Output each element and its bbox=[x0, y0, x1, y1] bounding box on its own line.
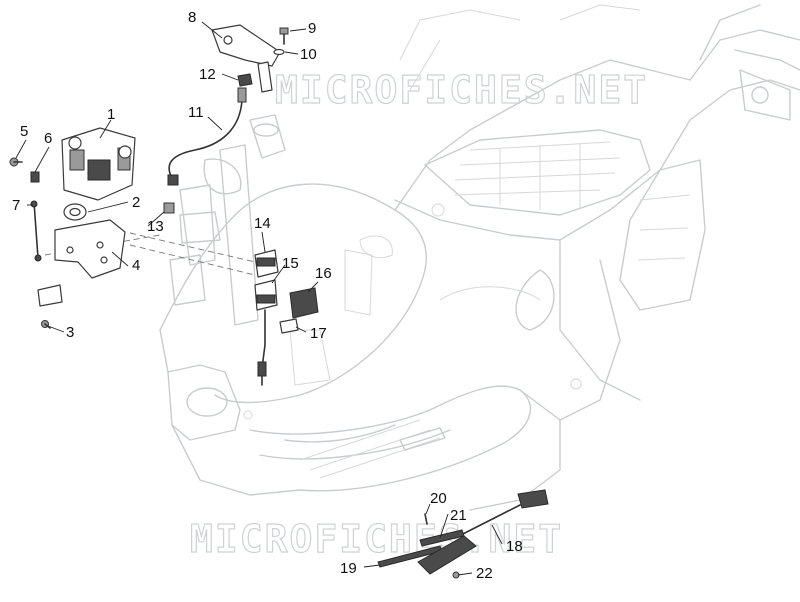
callout-20: 20 bbox=[430, 490, 447, 507]
part-16-relay-block bbox=[289, 287, 319, 319]
part-9-screw bbox=[279, 27, 289, 45]
callout-22: 22 bbox=[476, 565, 493, 582]
part-7-cable bbox=[30, 200, 42, 262]
callout-7: 7 bbox=[12, 197, 20, 214]
callout-6: 6 bbox=[44, 130, 52, 147]
part-2-clamp bbox=[63, 203, 87, 221]
callout-8: 8 bbox=[188, 9, 196, 26]
callout-11: 11 bbox=[188, 104, 204, 121]
callout-4: 4 bbox=[132, 257, 140, 274]
part-6-sleeve bbox=[30, 171, 40, 183]
watermark-top: MICROFICHES.NET bbox=[275, 68, 648, 112]
part-14-connector bbox=[254, 249, 279, 278]
part-13-clip bbox=[163, 202, 175, 214]
part-4-bracket bbox=[37, 219, 126, 307]
callout-10: 10 bbox=[300, 46, 317, 63]
callout-18: 18 bbox=[506, 538, 523, 555]
callout-16: 16 bbox=[315, 265, 332, 282]
part-3-screw bbox=[41, 320, 51, 329]
part-17-mount bbox=[279, 318, 299, 334]
part-12-grommet bbox=[237, 73, 253, 87]
leader-lines bbox=[15, 21, 503, 576]
part-18-lead bbox=[454, 489, 549, 539]
callout-17: 17 bbox=[310, 325, 327, 342]
callout-14: 14 bbox=[254, 215, 271, 232]
callout-2: 2 bbox=[132, 194, 140, 211]
callout-9: 9 bbox=[308, 20, 316, 37]
part-22-cover bbox=[417, 535, 477, 579]
callout-5: 5 bbox=[20, 123, 28, 140]
part-8-bracket bbox=[211, 24, 281, 93]
part-5-screw bbox=[9, 157, 23, 167]
callout-21: 21 bbox=[450, 507, 467, 524]
callout-3: 3 bbox=[66, 324, 74, 341]
callout-13: 13 bbox=[147, 218, 164, 235]
part-11-cable bbox=[167, 87, 247, 186]
part-15-relay bbox=[254, 279, 278, 386]
part-20-pin bbox=[424, 513, 428, 525]
part-10-washer bbox=[273, 48, 285, 56]
callout-labels: 1 2 3 4 5 6 7 8 9 10 11 12 13 14 15 16 1… bbox=[12, 9, 523, 582]
callout-12: 12 bbox=[199, 66, 216, 83]
callout-15: 15 bbox=[282, 255, 299, 272]
part-1-switch-unit bbox=[61, 127, 136, 201]
scooter-frame bbox=[159, 4, 800, 511]
callout-19: 19 bbox=[340, 560, 357, 577]
callout-1: 1 bbox=[107, 106, 115, 123]
